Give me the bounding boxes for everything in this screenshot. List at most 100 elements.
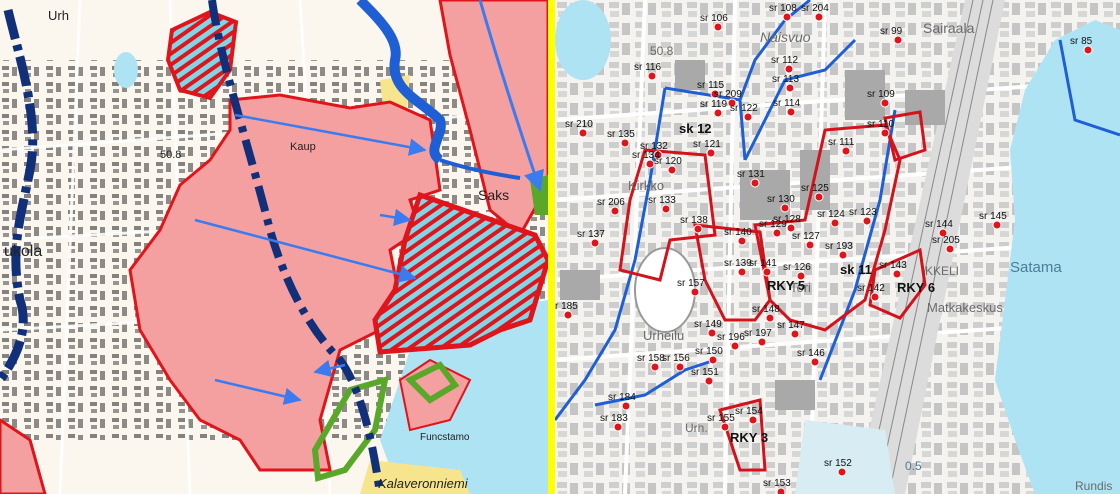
site-dot[interactable] (653, 150, 663, 160)
site-marker[interactable]: sr 183 (600, 413, 628, 432)
site-dot[interactable] (621, 401, 631, 411)
site-marker[interactable]: sr 139 (724, 258, 752, 277)
site-dot[interactable] (727, 98, 737, 108)
site-marker[interactable]: sr 151 (691, 367, 719, 386)
site-marker[interactable]: sr 135 (607, 129, 635, 148)
site-marker[interactable]: sr 197 (744, 328, 772, 347)
site-dot[interactable] (784, 64, 794, 74)
site-dot[interactable] (675, 362, 685, 372)
site-dot[interactable] (992, 220, 1002, 230)
site-dot[interactable] (704, 376, 714, 386)
site-marker[interactable]: sr 149 (694, 319, 722, 338)
site-dot[interactable] (762, 267, 772, 277)
site-marker[interactable]: sr 154 (735, 406, 763, 425)
site-marker[interactable]: sr 205 (932, 235, 960, 254)
site-marker[interactable]: sr 158 (637, 353, 665, 372)
site-marker[interactable]: sr 126 (783, 262, 811, 281)
site-dot[interactable] (613, 422, 623, 432)
site-dot[interactable] (892, 269, 902, 279)
site-marker[interactable]: sr 111 (828, 137, 855, 156)
site-dot[interactable] (786, 223, 796, 233)
site-dot[interactable] (750, 178, 760, 188)
site-dot[interactable] (880, 98, 890, 108)
site-dot[interactable] (720, 422, 730, 432)
site-marker[interactable]: sr 184 (608, 392, 636, 411)
site-marker[interactable]: sr 144 (925, 219, 953, 238)
site-marker[interactable]: sr 129 (759, 219, 787, 238)
site-dot[interactable] (737, 267, 747, 277)
site-marker[interactable]: sr 124 (817, 209, 845, 228)
site-marker[interactable]: sr 185 (555, 301, 578, 320)
site-dot[interactable] (780, 203, 790, 213)
site-marker[interactable]: sr 148 (752, 304, 780, 323)
site-marker[interactable]: sr 123 (849, 207, 877, 226)
site-dot[interactable] (706, 148, 716, 158)
site-marker[interactable]: sr 157 (677, 278, 705, 297)
site-marker[interactable]: sr 119 (700, 99, 727, 118)
site-marker[interactable]: sr 153 (763, 478, 791, 494)
site-dot[interactable] (708, 355, 718, 365)
site-marker[interactable]: sr 122 (730, 103, 758, 122)
site-dot[interactable] (830, 218, 840, 228)
site-marker[interactable]: sr 127 (792, 231, 820, 250)
site-marker[interactable]: sr 141 (749, 258, 777, 277)
site-marker[interactable]: sr 204 (801, 3, 829, 22)
site-dot[interactable] (690, 287, 700, 297)
site-dot[interactable] (713, 108, 723, 118)
site-marker[interactable]: sr 121 (693, 139, 721, 158)
site-marker[interactable]: sr 150 (695, 346, 723, 365)
site-marker[interactable]: sr 128 (773, 214, 801, 233)
site-marker[interactable]: sr 137 (577, 229, 605, 248)
site-marker[interactable]: sr 132 (640, 141, 668, 160)
site-marker[interactable]: sr 143 (879, 260, 907, 279)
site-dot[interactable] (1083, 45, 1093, 55)
site-dot[interactable] (730, 341, 740, 351)
site-dot[interactable] (837, 467, 847, 477)
site-marker[interactable]: sr 130 (767, 194, 795, 213)
site-dot[interactable] (785, 83, 795, 93)
site-marker[interactable]: sr 131 (737, 169, 765, 188)
site-dot[interactable] (737, 236, 747, 246)
site-dot[interactable] (782, 12, 792, 22)
site-marker[interactable]: sr 85 (1070, 36, 1093, 55)
site-marker[interactable]: sr 155 (707, 413, 735, 432)
site-marker[interactable]: sr 115 (697, 80, 724, 99)
site-dot[interactable] (776, 487, 786, 494)
site-dot[interactable] (610, 206, 620, 216)
site-marker[interactable]: sr 116 (634, 62, 661, 81)
site-marker[interactable]: sr 196 (717, 332, 745, 351)
site-dot[interactable] (786, 107, 796, 117)
site-dot[interactable] (667, 165, 677, 175)
site-dot[interactable] (757, 337, 767, 347)
site-marker[interactable]: sr 110 (867, 119, 894, 138)
site-dot[interactable] (790, 329, 800, 339)
site-marker[interactable]: sr 146 (797, 348, 825, 367)
site-dot[interactable] (578, 128, 588, 138)
site-marker[interactable]: sr 109 (867, 89, 895, 108)
site-dot[interactable] (650, 362, 660, 372)
site-dot[interactable] (945, 244, 955, 254)
site-dot[interactable] (743, 112, 753, 122)
site-dot[interactable] (841, 146, 851, 156)
site-marker[interactable]: sr 147 (777, 320, 805, 339)
site-dot[interactable] (620, 138, 630, 148)
site-marker[interactable]: sr 209 (714, 89, 742, 108)
site-marker[interactable]: sr 125 (801, 183, 829, 202)
site-dot[interactable] (796, 271, 806, 281)
site-marker[interactable]: sr 206 (597, 197, 625, 216)
site-marker[interactable]: sr 210 (565, 119, 593, 138)
site-dot[interactable] (805, 240, 815, 250)
site-dot[interactable] (647, 71, 657, 81)
site-marker[interactable]: sr 134 (632, 150, 660, 169)
site-dot[interactable] (710, 89, 720, 99)
site-marker[interactable]: sr 108 (769, 3, 797, 22)
site-marker[interactable]: sr 133 (648, 195, 676, 214)
site-marker[interactable]: sr 145 (979, 211, 1007, 230)
site-marker[interactable]: sr 138 (680, 215, 708, 234)
site-dot[interactable] (893, 35, 903, 45)
site-dot[interactable] (713, 22, 723, 32)
site-dot[interactable] (838, 250, 848, 260)
site-marker[interactable]: sr 193 (825, 241, 853, 260)
site-dot[interactable] (590, 238, 600, 248)
site-marker[interactable]: sr 113 (772, 74, 799, 93)
